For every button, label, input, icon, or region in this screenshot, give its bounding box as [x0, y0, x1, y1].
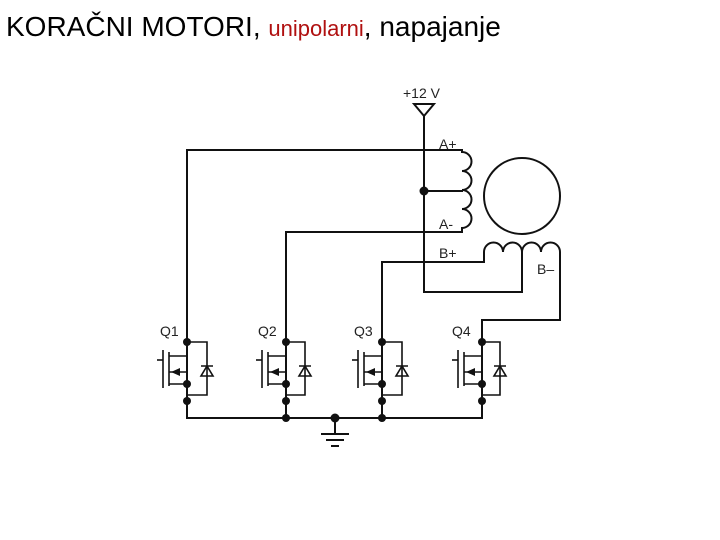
q2-diode — [297, 364, 313, 377]
transistor-q3: Q3 — [352, 323, 410, 419]
transistor-q2: Q2 — [256, 323, 313, 419]
page-title: KORAČNI MOTORI, unipolarni, napajanje — [6, 9, 501, 41]
q1-diode — [199, 364, 215, 377]
label-a-minus: A- — [439, 216, 453, 232]
transistor-q1: Q1 — [157, 323, 215, 411]
q4-diode — [492, 364, 508, 377]
label-q2: Q2 — [258, 323, 277, 339]
wire-a-plus-q1 — [186, 149, 463, 341]
coil-b-center-tap — [423, 251, 523, 293]
title-part-1: KORAČNI MOTORI, — [6, 11, 269, 42]
rotor-circle — [483, 157, 561, 235]
wire-a-minus-q2 — [285, 227, 463, 341]
label-q1: Q1 — [160, 323, 179, 339]
supply-label: +12 V — [403, 85, 441, 101]
transistor-q4: Q4 — [452, 323, 508, 411]
supply-arrow — [411, 103, 437, 118]
title-part-3: , napajanje — [363, 11, 501, 42]
ground-symbol — [321, 433, 349, 447]
title-accent: unipolarni — [268, 16, 364, 41]
q3-diode — [394, 364, 410, 377]
wire-b-minus-q4 — [481, 319, 561, 341]
node-center-tap-a — [419, 186, 429, 196]
wire-b-plus-q3 — [381, 261, 485, 341]
coil-a — [460, 150, 473, 230]
label-b-plus: B+ — [439, 245, 457, 261]
label-q3: Q3 — [354, 323, 373, 339]
label-b-minus: B– — [537, 261, 554, 277]
label-q4: Q4 — [452, 323, 471, 339]
label-a-plus: A+ — [439, 136, 457, 152]
